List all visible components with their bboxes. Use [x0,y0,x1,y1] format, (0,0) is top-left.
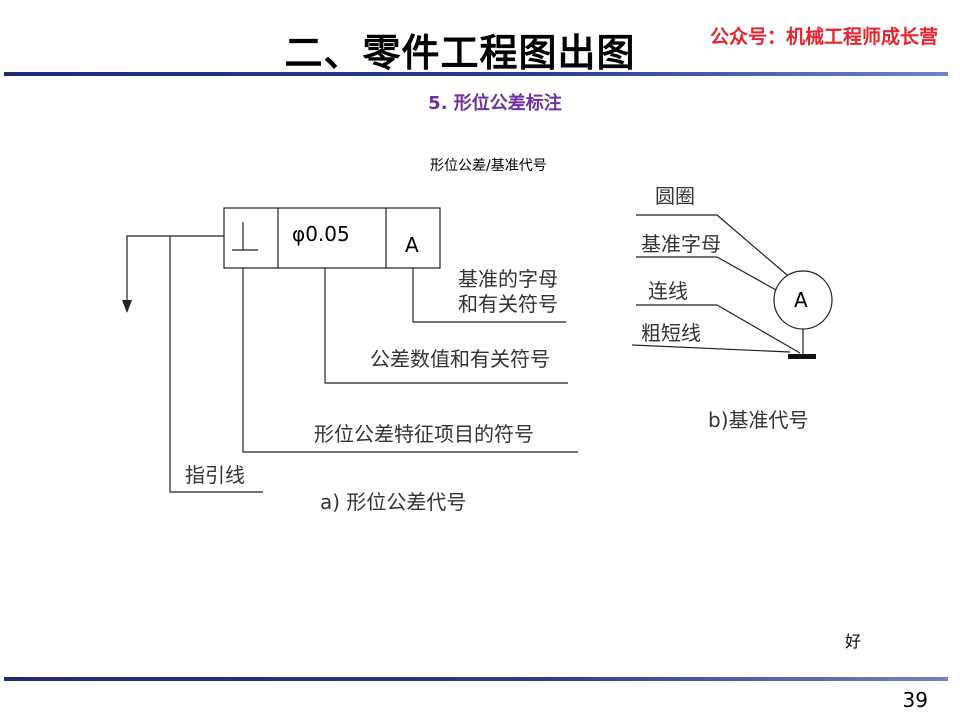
datum-letter-label-line1: 基准的字母 [458,267,558,291]
tolerance-value-label: 公差数值和有关符号 [370,347,550,371]
circle-label: 圆圈 [655,184,695,208]
tolerance-value: φ0.05 [292,222,350,246]
circle-leader [636,214,788,276]
leader-arrowhead [122,300,132,313]
diagram-caption: 形位公差/基准代号 [430,158,547,174]
top-divider [4,72,948,76]
connector-leader [636,304,801,354]
datum-reference: A [405,233,419,257]
leader-line [126,235,224,302]
thick-line-leader [631,344,791,353]
bottom-divider [4,677,948,681]
wechat-account-label: 公众号：机械工程师成长营 [709,26,938,48]
page-number: 39 [902,688,928,712]
datum-letter-label-line2: 和有关符号 [458,292,558,316]
characteristic-label: 形位公差特征项目的符号 [314,422,534,446]
leader-label: 指引线 [185,463,245,487]
characteristic-pointer-line [242,268,578,453]
datum-thick-short-line [788,354,816,359]
diagram-a-caption: a) 形位公差代号 [320,490,467,514]
diagram-b-caption: b)基准代号 [708,408,809,432]
thick-line-label: 粗短线 [641,321,701,345]
connector-label: 连线 [648,279,688,303]
footer-note: 好 [845,632,862,651]
leader-label-line [169,236,263,493]
datum-letter-in-circle: A [794,288,808,312]
feature-control-frame [223,207,441,269]
perpendicularity-icon [232,222,258,251]
letter-leader [636,256,777,291]
page-title: 二、零件工程图出图 [284,31,636,75]
tolerance-pointer-line [324,268,568,384]
letter-label: 基准字母 [641,232,721,256]
section-subtitle: 5. 形位公差标注 [428,93,562,114]
datum-pointer-line [412,268,566,323]
